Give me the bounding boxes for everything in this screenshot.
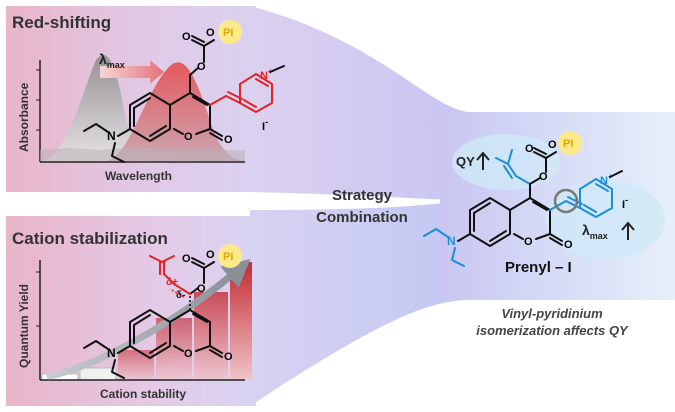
delta-plus: δ+ [166, 277, 178, 288]
atom-o-ester-2-b: O [206, 249, 215, 261]
wavelength-label: Wavelength [105, 169, 172, 183]
funnel-bottom [250, 200, 470, 406]
atom-n-right: N [447, 234, 456, 248]
atom-n-top: N [107, 129, 116, 143]
pi-badge-top [218, 20, 242, 44]
atom-npy-right: N [600, 175, 608, 187]
note-line1: Vinyl-pyridinium [501, 306, 603, 321]
lambda-highlight [545, 180, 665, 260]
atom-o-ester-co-r: O [525, 143, 534, 155]
circle-highlight-icon [553, 188, 579, 214]
panel-top-title: Red-shifting [12, 13, 111, 32]
bar-3 [118, 350, 154, 380]
atom-o-ring-b: O [184, 348, 193, 360]
quantum-yield-label: Quantum Yield [17, 284, 31, 368]
absorbance-axes [36, 60, 245, 163]
atom-o-ester-b: O [197, 283, 206, 295]
atom-o-ring-r: O [524, 236, 533, 248]
pi-badge-bottom [218, 244, 242, 268]
pi-label-bottom: PI [223, 251, 233, 263]
atom-o-carbonyl: O [224, 134, 233, 146]
iodide-symbol-top: I [262, 121, 265, 133]
qy-axes [36, 260, 245, 381]
lambda-symbol: λ [99, 51, 107, 67]
pi-label-right: PI [563, 138, 573, 150]
iodide-right: I- [622, 195, 628, 211]
lambda-subscript: max [107, 60, 125, 70]
lambda-subscript-right: max [590, 231, 608, 241]
iodide-symbol-right: I [622, 199, 625, 211]
baseline-gray-band [40, 147, 245, 161]
arrow-up-icon-qy [476, 151, 490, 170]
atom-o-carbonyl-b: O [224, 351, 233, 363]
spectrum-gray [40, 54, 200, 161]
atom-o-ester-r: O [539, 171, 548, 183]
bar-2 [79, 367, 117, 381]
lambda-symbol-right: λ [582, 222, 590, 238]
atom-o-ester-co: O [182, 31, 191, 43]
minus-charge-right: - [625, 195, 628, 205]
funnel-top [250, 6, 470, 200]
lambda-max-label: λmax [99, 51, 125, 70]
atom-npy-top: N [260, 70, 268, 82]
compound-name: Prenyl – I [505, 259, 572, 276]
atom-o-ester-2: O [206, 27, 215, 39]
atom-o-ester-2-r: O [548, 139, 557, 151]
note-line2: isomerization affects QY [476, 323, 629, 338]
minus-charge-top: - [265, 117, 268, 127]
iodide-top: I- [262, 117, 268, 133]
strategy-line1: Strategy [332, 187, 393, 204]
qy-label: QY [456, 154, 475, 169]
atom-n-bottom: N [107, 346, 116, 360]
lambda-arrow-icon [100, 60, 164, 84]
delta-minus: δ- [176, 290, 185, 301]
strategy-line2: Combination [316, 209, 408, 226]
molecule-top: O O O O O PI N N+ I- [83, 20, 285, 163]
atom-o-ester: O [197, 61, 206, 73]
trend-arrow-icon [46, 258, 251, 380]
bar-6 [230, 262, 252, 380]
cation-stability-label: Cation stability [100, 387, 186, 401]
absorbance-label: Absorbance [17, 82, 31, 152]
spectrum-red [105, 62, 245, 161]
atom-o-ester-co-b: O [182, 253, 191, 265]
molecule-bottom: O O O O O PI δ+ δ- N [83, 244, 242, 379]
arrow-up-icon-lambda [621, 221, 635, 240]
molecule-right: QY O O O O O PI N [423, 131, 665, 267]
atom-o-ring: O [184, 131, 193, 143]
panel-bottom-title: Cation stabilization [12, 229, 168, 248]
lambda-max-right: λmax [582, 222, 608, 241]
pi-label-top: PI [223, 27, 233, 39]
pi-badge-right [558, 131, 582, 155]
atom-o-carbonyl-r: O [564, 239, 573, 251]
